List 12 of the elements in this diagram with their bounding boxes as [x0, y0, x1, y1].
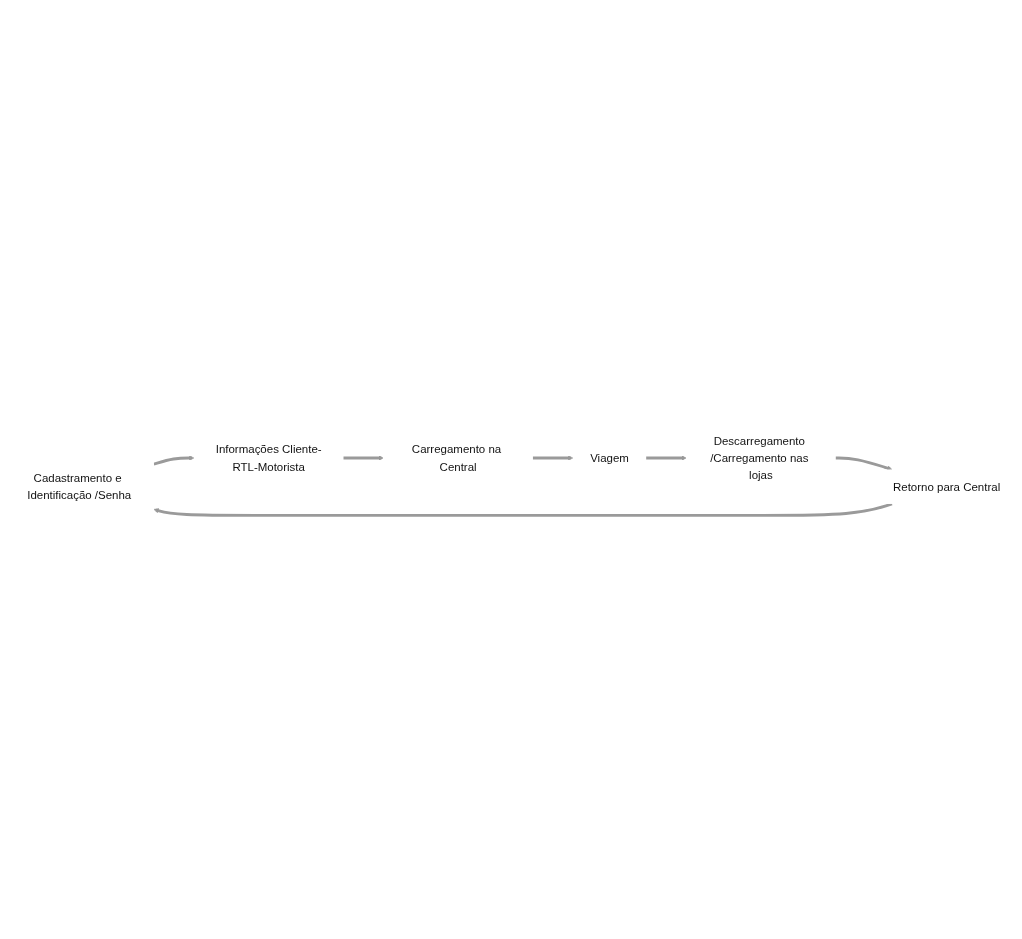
node-text: Informações Cliente-RTL-Motorista: [215, 443, 322, 473]
node-text: Viagem: [590, 451, 629, 465]
node-text: Retorno para Central: [892, 480, 1001, 494]
arrow: [835, 456, 893, 471]
arrow: [153, 502, 893, 517]
node-text: Cadastramento e Identificação /Senha: [27, 471, 132, 502]
arrow: [646, 455, 687, 461]
arrow: [153, 455, 195, 466]
node-text: Descarregamento /Carregamento nas lojas: [710, 434, 809, 482]
arrow: [343, 455, 384, 461]
arrow: [532, 455, 574, 461]
node-text: Carregamento na Central: [411, 443, 502, 473]
